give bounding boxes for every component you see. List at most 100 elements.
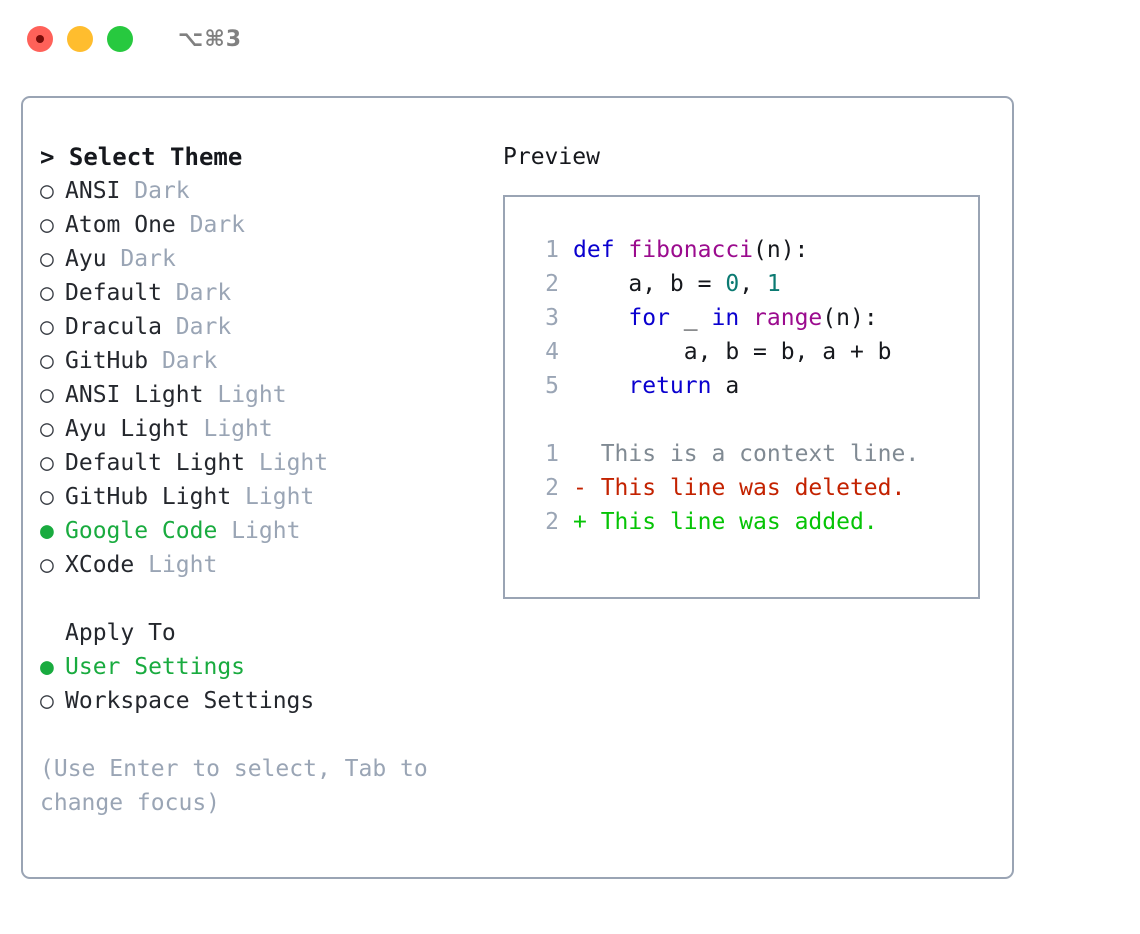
apply-to-title: Apply To — [65, 620, 176, 646]
apply-to-option[interactable]: ● User Settings — [40, 650, 485, 684]
theme-variant-label: Dark — [134, 178, 190, 204]
code-token: a, b = — [573, 271, 726, 297]
code-line: 5 return a — [527, 369, 978, 403]
radio-icon[interactable]: ○ — [40, 552, 54, 578]
apply-to-list[interactable]: ● User Settings ○ Workspace Settings — [40, 650, 485, 718]
theme-name: ANSI — [65, 178, 121, 204]
theme-list-header: > Select Theme — [40, 143, 243, 171]
theme-name: GitHub — [65, 348, 149, 374]
theme-list-item[interactable]: ○ Ayu Light Light — [40, 412, 485, 446]
line-number: 1 — [545, 441, 559, 467]
diff-marker — [573, 437, 601, 471]
code-line: 3 for _ in range(n): — [527, 301, 978, 335]
theme-variant-label: Light — [258, 450, 329, 476]
close-button[interactable] — [27, 26, 53, 52]
code-token: in — [711, 305, 740, 331]
theme-name: Ayu Light — [65, 416, 190, 442]
line-number: 4 — [545, 339, 559, 365]
line-number: 3 — [545, 305, 559, 331]
theme-list-item[interactable]: ○Ayu Dark — [40, 242, 485, 276]
theme-name: Dracula — [65, 314, 162, 340]
radio-icon[interactable]: ○ — [40, 314, 54, 340]
code-token: return — [628, 373, 712, 399]
code-token — [739, 301, 753, 335]
theme-list-item[interactable]: ○ ANSI Dark — [40, 174, 485, 208]
line-number: 2 — [545, 509, 559, 535]
theme-variant-label: Light — [203, 416, 273, 442]
diff-marker: + — [573, 509, 601, 535]
radio-icon[interactable]: ○ — [40, 450, 54, 476]
diff-text: This line was added. — [600, 509, 878, 535]
apply-to-label: Workspace Settings — [65, 688, 315, 714]
theme-variant-label: Light — [217, 382, 287, 408]
theme-list-item[interactable]: ○XCode Light — [40, 548, 485, 582]
theme-selector-dialog: > Select Theme ○ANSI Dark○Atom One Dark○… — [21, 96, 1014, 879]
radio-icon[interactable]: ○ — [40, 178, 54, 204]
line-number: 1 — [545, 237, 559, 263]
apply-to-label: User Settings — [65, 654, 246, 680]
theme-variant-label: Dark — [189, 212, 246, 238]
radio-selected-icon[interactable]: ● — [40, 654, 54, 680]
preview-title: Preview — [503, 144, 600, 170]
maximize-button[interactable] — [107, 26, 133, 52]
theme-list-item[interactable]: ○ GitHub Light Light — [40, 480, 485, 514]
code-token: 1 — [766, 271, 781, 297]
code-token: fibonacci — [628, 237, 754, 263]
diff-sample: 1 This is a context line.2- This line wa… — [527, 437, 978, 539]
theme-name: Atom One — [65, 212, 176, 238]
code-token — [573, 301, 628, 335]
theme-list-item[interactable]: ○ Default Light Light — [40, 446, 485, 480]
radio-icon[interactable]: ○ — [40, 416, 54, 442]
code-token — [573, 369, 628, 403]
radio-icon[interactable]: ○ — [40, 382, 54, 408]
keyboard-hint: (Use Enter to select, Tab to change focu… — [40, 756, 442, 816]
radio-icon[interactable]: ○ — [40, 246, 54, 272]
theme-list-item[interactable]: ○ Dracula Dark — [40, 310, 485, 344]
theme-name: Ayu — [65, 246, 107, 272]
theme-name: Default Light — [65, 450, 246, 476]
theme-variant-label: Dark — [161, 348, 218, 374]
line-number: 2 — [545, 271, 559, 297]
theme-variant-label: Light — [231, 518, 301, 544]
diff-line: 2 + This line was added. — [527, 505, 978, 539]
apply-to-option[interactable]: ○ Workspace Settings — [40, 684, 485, 718]
theme-name: GitHub Light — [65, 484, 232, 510]
code-line: 4 a, b = b, a + b — [527, 335, 978, 369]
theme-list-item[interactable]: ○ GitHub Dark — [40, 344, 485, 378]
theme-name: Default — [65, 280, 162, 306]
line-number: 2 — [545, 475, 559, 501]
radio-icon[interactable]: ○ — [40, 688, 54, 714]
title-bar: ⌥⌘3 — [0, 0, 1140, 78]
minimize-button[interactable] — [67, 26, 93, 52]
diff-line: 1 This is a context line. — [527, 437, 978, 471]
theme-variant-label: Light — [245, 484, 315, 510]
code-token: def — [573, 237, 629, 263]
theme-name: Google Code — [65, 518, 218, 544]
theme-list-item[interactable]: ● Google Code Light — [40, 514, 485, 548]
theme-list-item[interactable]: ○Default Dark — [40, 276, 485, 310]
diff-text: This line was deleted. — [600, 475, 906, 501]
theme-list[interactable]: ○ ANSI Dark ○ Atom One Dark ○ Ayu Dark ○ Defaul… — [40, 174, 485, 582]
radio-icon[interactable]: ○ — [40, 348, 54, 374]
code-token: a, b = b, a + b — [573, 339, 892, 365]
theme-list-item[interactable]: ○ Atom One Dark — [40, 208, 485, 242]
list-spacer — [40, 582, 485, 616]
code-token: 0 — [725, 271, 740, 297]
code-token: for — [628, 305, 670, 331]
theme-variant-label: Dark — [175, 314, 232, 340]
theme-list-item[interactable]: ○ ANSI Light Light — [40, 378, 485, 412]
code-token: , — [739, 271, 767, 297]
radio-icon[interactable]: ○ — [40, 280, 54, 306]
radio-icon[interactable]: ○ — [40, 212, 54, 238]
radio-selected-icon[interactable]: ● — [40, 518, 54, 544]
keyboard-shortcut-label: ⌥⌘3 — [178, 26, 243, 52]
theme-name: ANSI Light — [65, 382, 204, 408]
code-token: a — [711, 373, 740, 399]
radio-icon[interactable]: ○ — [40, 484, 54, 510]
code-token: range — [753, 305, 823, 331]
code-diff-spacer — [527, 403, 978, 437]
